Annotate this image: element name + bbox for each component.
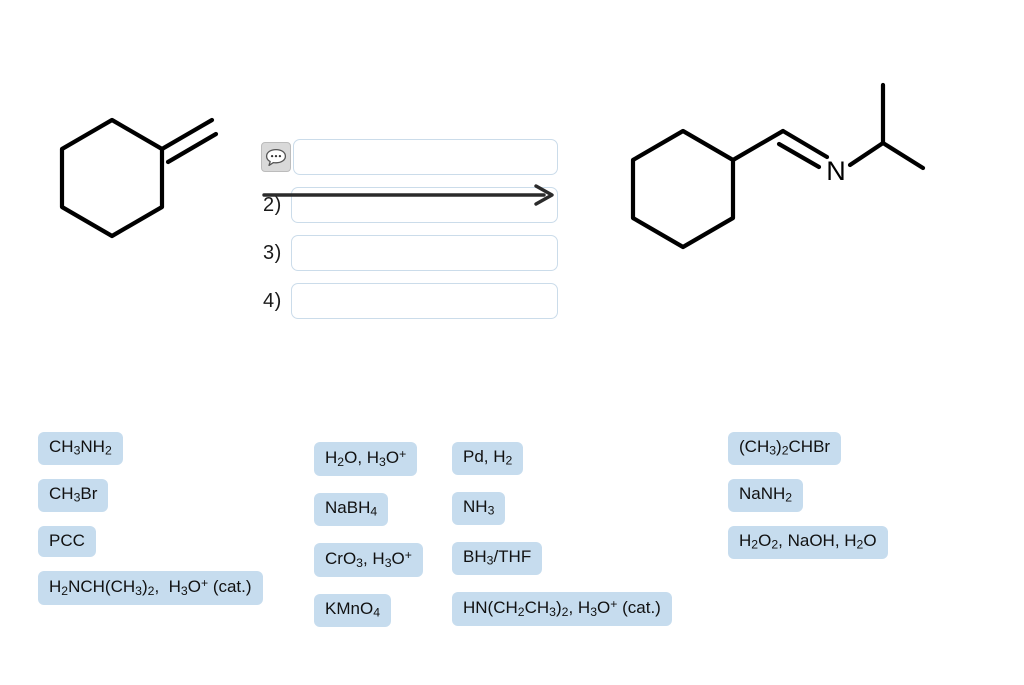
reagent-palette: CH3NH2 CH3Br PCC H2NCH(CH3)2, H3O+ (cat.… xyxy=(0,432,1024,642)
cyclohexane-ring xyxy=(59,117,165,239)
reaction-arrow xyxy=(262,184,558,206)
reagent-chip[interactable]: Pd, H2 xyxy=(452,442,524,475)
answer-input-3[interactable] xyxy=(291,235,558,271)
reagent-column-2: H2O, H3O+ NaBH4 CrO3, H3O+ KMnO4 xyxy=(314,442,423,644)
reagent-chip[interactable]: H2O2, NaOH, H2O xyxy=(728,525,888,559)
isopropyl-group xyxy=(847,82,926,171)
reagent-chip[interactable]: (CH3)2CHBr xyxy=(728,432,842,465)
nitrogen-atom-label: N xyxy=(826,156,846,186)
product-structure-n-isopropyl-imine: N xyxy=(605,55,935,255)
reagent-chip[interactable]: HN(CH2CH3)2, H3O+ (cat.) xyxy=(452,591,672,626)
carbon-nitrogen-double-bond xyxy=(776,128,830,170)
reagent-chip[interactable]: CrO3, H3O+ xyxy=(314,542,423,577)
answer-steps-list: 2) 3) 4) xyxy=(258,138,558,320)
answer-label-2: 2) xyxy=(263,194,282,216)
row-spacer-2 xyxy=(258,224,558,234)
ring-to-imine-carbon-bond xyxy=(730,128,786,163)
reagent-chip[interactable]: BH3/THF xyxy=(452,541,543,575)
answer-row-4: 4) xyxy=(258,282,558,320)
reagent-chip[interactable]: CH3NH2 xyxy=(38,432,123,465)
reactant-structure-methylenecyclohexane xyxy=(30,70,250,270)
reagent-chip[interactable]: CH3Br xyxy=(38,478,109,512)
exocyclic-double-bond xyxy=(159,117,219,165)
answer-row-1 xyxy=(258,138,558,176)
reagent-chip[interactable]: NaNH2 xyxy=(728,478,804,512)
reagent-column-1: CH3NH2 CH3Br PCC H2NCH(CH3)2, H3O+ (cat.… xyxy=(38,432,263,619)
reagent-chip[interactable]: H2NCH(CH3)2, H3O+ (cat.) xyxy=(38,571,263,606)
speech-bubble-icon[interactable] xyxy=(261,142,291,172)
reagent-chip[interactable]: KMnO4 xyxy=(314,593,391,627)
cyclohexane-ring xyxy=(630,128,736,250)
answer-input-4[interactable] xyxy=(291,283,558,319)
answer-label-3: 3) xyxy=(263,242,282,264)
answer-row-3: 3) xyxy=(258,234,558,272)
reagent-chip[interactable]: NaBH4 xyxy=(314,493,389,526)
reagent-chip[interactable]: NH3 xyxy=(452,491,506,525)
answer-label-4: 4) xyxy=(263,290,282,312)
reagent-column-4: (CH3)2CHBr NaNH2 H2O2, NaOH, H2O xyxy=(728,432,888,573)
reagent-column-3: Pd, H2 NH3 BH3/THF HN(CH2CH3)2, H3O+ (ca… xyxy=(452,442,672,643)
reagent-chip[interactable]: H2O, H3O+ xyxy=(314,442,418,477)
row-spacer-3 xyxy=(258,272,558,282)
answer-input-1[interactable] xyxy=(293,139,558,175)
reagent-chip[interactable]: PCC xyxy=(38,525,96,558)
answer-input-2[interactable] xyxy=(291,187,558,223)
answer-row-2: 2) xyxy=(258,186,558,224)
